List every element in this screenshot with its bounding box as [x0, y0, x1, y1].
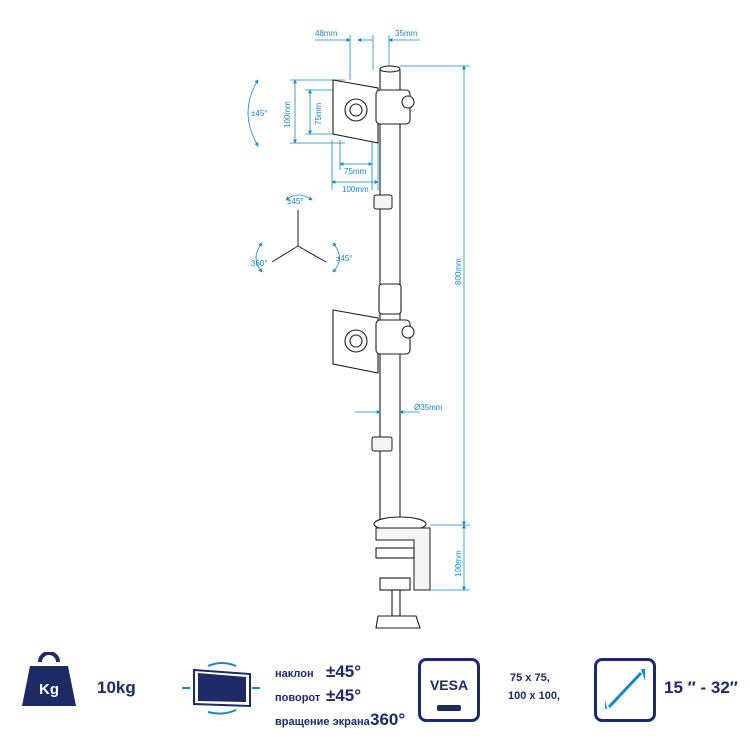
rotation-value: 360°: [370, 710, 406, 729]
rotation-axes-indicator: ±45° 360° ±45°: [251, 194, 353, 273]
vesa-line-2: 100 x 100,: [508, 690, 560, 702]
pole-height-label: 800mm: [454, 258, 463, 285]
vesa-icon-label: VESA: [429, 677, 469, 693]
pole: [378, 65, 402, 524]
vesa-vertical-large-label: 100mm: [283, 101, 292, 128]
swivel-label: ±45°: [336, 254, 353, 263]
tilt-value: ±45°: [326, 662, 362, 681]
monitor-mount-diagram: 48mm 35mm 100mm 75mm 75mm 100mm ±45° ±45…: [247, 29, 470, 629]
side-tilt-label: ±45°: [251, 109, 268, 118]
weight-icon-label: Kg: [39, 681, 59, 698]
top-tilt-label: ±45°: [287, 197, 304, 206]
lower-monitor-plate: [332, 309, 415, 452]
tilt-label: наклон: [275, 668, 314, 680]
clamp-height-dimension: 100mm: [430, 524, 470, 591]
top-offset-dimension: 48mm 35mm: [315, 29, 420, 80]
vesa-line-1: 75 x 75,: [510, 672, 550, 684]
swivel-value: ±45°: [326, 686, 362, 705]
vesa-icon: VESA: [418, 658, 480, 722]
pole-diameter-dimension: Ø35mm: [355, 403, 443, 414]
vesa-horizontal-small-label: 75mm: [344, 167, 367, 176]
rotation-label: 360°: [251, 259, 268, 268]
offset-right-label: 35mm: [395, 29, 418, 38]
pole-diameter-label: Ø35mm: [414, 403, 443, 412]
screen-tilt-icon: [180, 658, 262, 716]
spec-bar: Kg 10kg наклон ±45° поворот ±45° вращени…: [0, 640, 750, 750]
vesa-vertical-small-label: 75mm: [314, 102, 323, 125]
side-tilt-indicator: ±45°: [247, 79, 268, 147]
rotation-label: вращение экрана: [275, 716, 370, 728]
weight-icon: Kg: [20, 651, 78, 708]
screen-size-range: 15 ″ - 32″: [664, 678, 738, 697]
desk-clamp: [373, 516, 431, 629]
clamp-height-label: 100mm: [454, 550, 463, 577]
offset-left-label: 48mm: [315, 29, 338, 38]
pole-height-dimension: 800mm: [400, 65, 470, 526]
screen-size-icon: [594, 658, 656, 722]
weight-value: 10kg: [97, 678, 136, 697]
vesa-horizontal-large-label: 100mm: [342, 185, 369, 194]
upper-monitor-plate: [332, 79, 415, 210]
swivel-label: поворот: [275, 692, 321, 704]
